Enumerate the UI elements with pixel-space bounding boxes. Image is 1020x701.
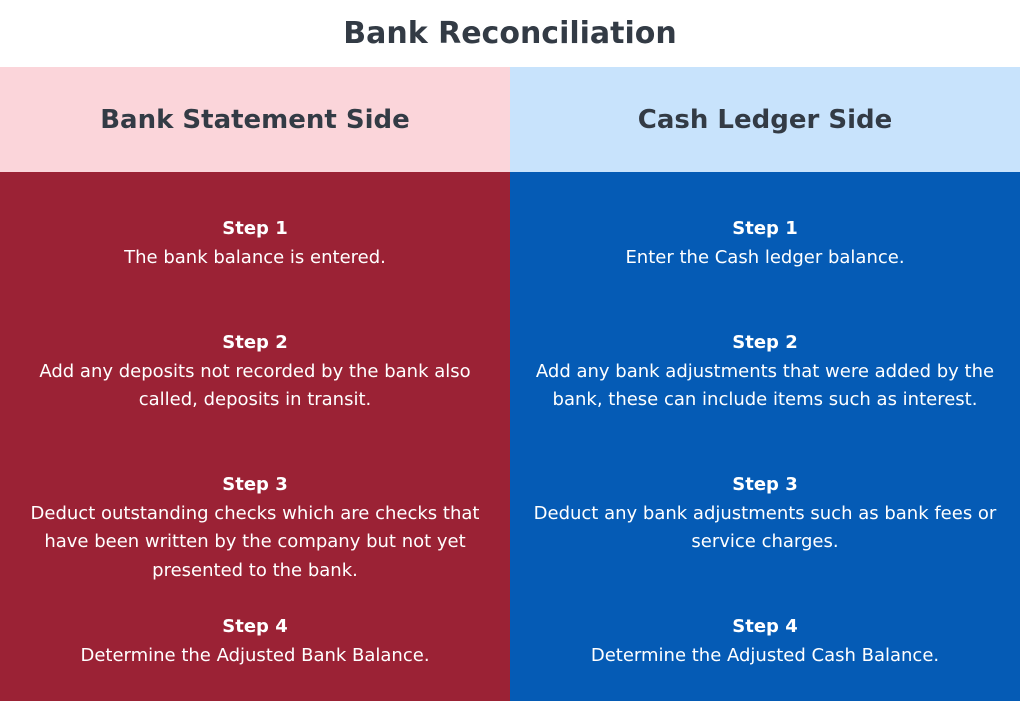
bank-step-1-text: The bank balance is entered. xyxy=(124,246,386,268)
bank-statement-header: Bank Statement Side xyxy=(0,67,510,172)
cash-step-4: Step 4 Determine the Adjusted Cash Balan… xyxy=(518,613,1012,670)
bank-step-2-title: Step 2 xyxy=(222,332,288,353)
cash-step-2: Step 2 Add any bank adjustments that wer… xyxy=(516,329,1014,415)
cash-ledger-column: Cash Ledger Side Step 1 Enter the Cash l… xyxy=(510,67,1020,701)
cash-step-3-text: Deduct any bank adjustments such as bank… xyxy=(533,502,997,553)
bank-step-4-text: Determine the Adjusted Bank Balance. xyxy=(80,644,430,666)
bank-step-3-title: Step 3 xyxy=(222,474,288,495)
bank-step-3-text: Deduct outstanding checks which are chec… xyxy=(30,502,480,581)
bank-step-4: Step 4 Determine the Adjusted Bank Balan… xyxy=(8,613,502,670)
bank-step-2: Step 2 Add any deposits not recorded by … xyxy=(18,329,492,415)
cash-step-1-text: Enter the Cash ledger balance. xyxy=(625,246,905,268)
bank-step-2-text: Add any deposits not recorded by the ban… xyxy=(39,360,471,411)
cash-ledger-header: Cash Ledger Side xyxy=(510,67,1020,172)
bank-statement-steps: Step 1 The bank balance is entered. Step… xyxy=(0,172,510,701)
bank-statement-column: Bank Statement Side Step 1 The bank bala… xyxy=(0,67,510,701)
cash-step-1: Step 1 Enter the Cash ledger balance. xyxy=(518,215,1012,272)
page-title: Bank Reconciliation xyxy=(343,16,677,51)
cash-step-4-title: Step 4 xyxy=(732,616,798,637)
cash-step-2-title: Step 2 xyxy=(732,332,798,353)
bank-step-4-title: Step 4 xyxy=(222,616,288,637)
cash-step-3: Step 3 Deduct any bank adjustments such … xyxy=(528,471,1002,557)
cash-ledger-steps: Step 1 Enter the Cash ledger balance. St… xyxy=(510,172,1020,701)
cash-step-3-title: Step 3 xyxy=(732,474,798,495)
cash-step-1-title: Step 1 xyxy=(732,218,798,239)
bank-step-1: Step 1 The bank balance is entered. xyxy=(8,215,502,272)
bank-step-3: Step 3 Deduct outstanding checks which a… xyxy=(12,471,498,585)
bank-step-1-title: Step 1 xyxy=(222,218,288,239)
cash-step-4-text: Determine the Adjusted Cash Balance. xyxy=(590,644,940,666)
cash-step-2-text: Add any bank adjustments that were added… xyxy=(535,360,995,411)
